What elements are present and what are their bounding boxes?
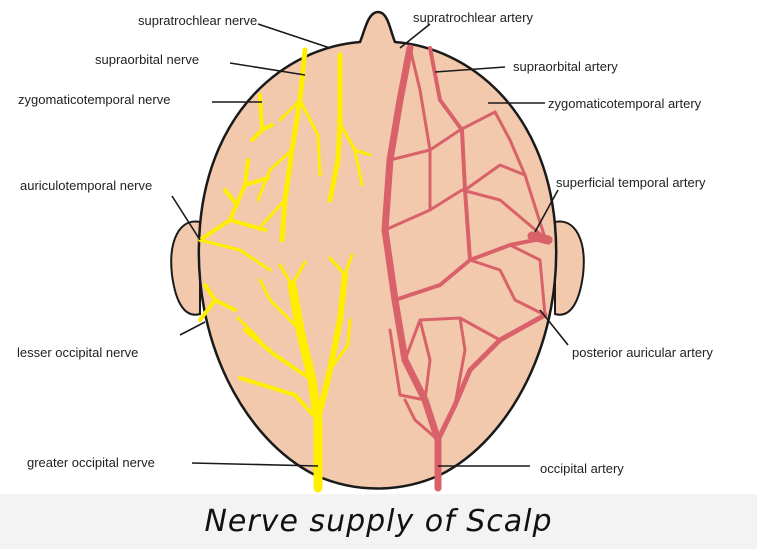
label-greater-occipital-nerve: greater occipital nerve <box>27 455 155 470</box>
caption-handwritten: Nerve supply of Scalp <box>0 494 757 549</box>
label-supratrochlear-artery: supratrochlear artery <box>413 10 533 25</box>
scalp-diagram: supratrochlear nerve supraorbital nerve … <box>0 0 757 495</box>
label-supraorbital-artery: supraorbital artery <box>513 59 618 74</box>
label-supratrochlear-nerve: supratrochlear nerve <box>138 13 257 28</box>
label-posterior-auricular-artery: posterior auricular artery <box>572 345 713 360</box>
label-zygomaticotemporal-artery: zygomaticotemporal artery <box>548 96 702 111</box>
right-ear <box>555 222 584 315</box>
head-outline <box>199 12 556 489</box>
label-occipital-artery: occipital artery <box>540 461 624 476</box>
left-ear <box>171 222 200 315</box>
label-lesser-occipital-nerve: lesser occipital nerve <box>17 345 138 360</box>
label-auriculotemporal-nerve: auriculotemporal nerve <box>20 178 152 193</box>
label-zygomaticotemporal-nerve: zygomaticotemporal nerve <box>18 92 170 107</box>
label-supraorbital-nerve: supraorbital nerve <box>95 52 199 67</box>
label-superficial-temporal-artery: superficial temporal artery <box>556 175 706 190</box>
